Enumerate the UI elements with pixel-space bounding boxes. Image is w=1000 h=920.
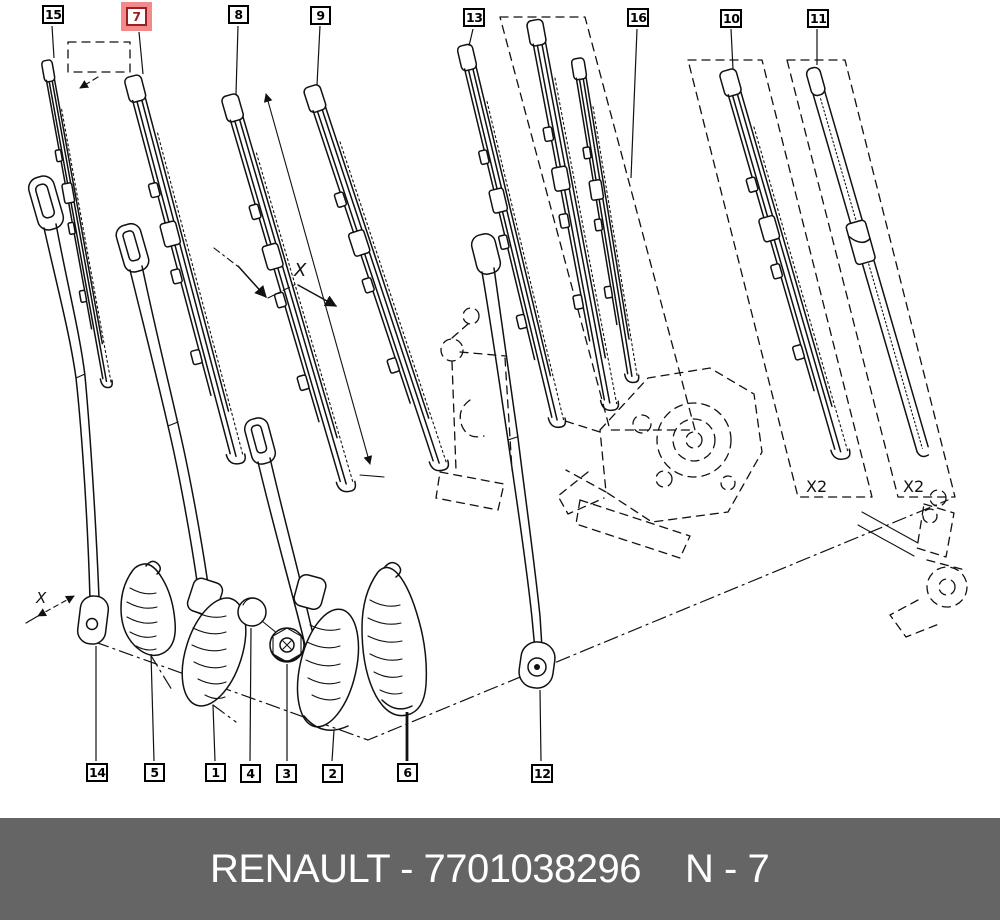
callout-5[interactable]: 5 <box>144 763 165 782</box>
footer-part-number: RENAULT - 7701038296 <box>210 846 642 891</box>
wiper-arm-1 <box>114 221 258 714</box>
dimension-label-x-mid: X <box>293 260 307 281</box>
callout-6[interactable]: 6 <box>397 763 418 782</box>
exploded-parts-drawing: X2 X2 X X <box>0 0 1000 818</box>
spindle-nut-3 <box>270 628 304 662</box>
wiper-linkage-phantom <box>436 308 967 637</box>
pivot-link-lines <box>858 512 918 556</box>
reference-dashed-boxes <box>68 17 955 497</box>
wiper-arm-2 <box>242 416 368 733</box>
callout-10[interactable]: 10 <box>720 9 743 28</box>
callout-1[interactable]: 1 <box>205 763 226 782</box>
quantity-label-x2-right: X2 <box>903 477 924 496</box>
callout-4[interactable]: 4 <box>240 764 261 783</box>
callout-2[interactable]: 2 <box>322 764 343 783</box>
quantity-label-x2-left: X2 <box>806 477 827 496</box>
callout-9[interactable]: 9 <box>310 6 331 25</box>
callout-15[interactable]: 15 <box>42 5 65 24</box>
callout-14[interactable]: 14 <box>86 763 109 782</box>
callout-16[interactable]: 16 <box>627 8 650 27</box>
wiper-blade-13 <box>452 41 568 432</box>
dimension-arrows <box>37 77 384 616</box>
callout-3[interactable]: 3 <box>276 764 297 783</box>
callout-7-selected[interactable]: 7 <box>126 7 147 26</box>
dimension-label-x-bottom: X <box>35 589 47 607</box>
leader-lines <box>52 26 817 761</box>
callout-12[interactable]: 12 <box>531 764 554 783</box>
footer-bar: RENAULT - 7701038296 N - 7 <box>0 818 1000 920</box>
callout-11[interactable]: 11 <box>807 9 830 28</box>
footer-page-ref: N - 7 <box>685 846 770 891</box>
arm-cover-5 <box>121 561 175 655</box>
wiper-blade-10 <box>714 65 853 466</box>
arm-cover-6 <box>362 563 426 716</box>
wiper-arm-14 <box>26 173 110 645</box>
callout-13[interactable]: 13 <box>463 8 486 27</box>
wiper-arm-12 <box>470 232 558 690</box>
callout-8[interactable]: 8 <box>228 5 249 24</box>
